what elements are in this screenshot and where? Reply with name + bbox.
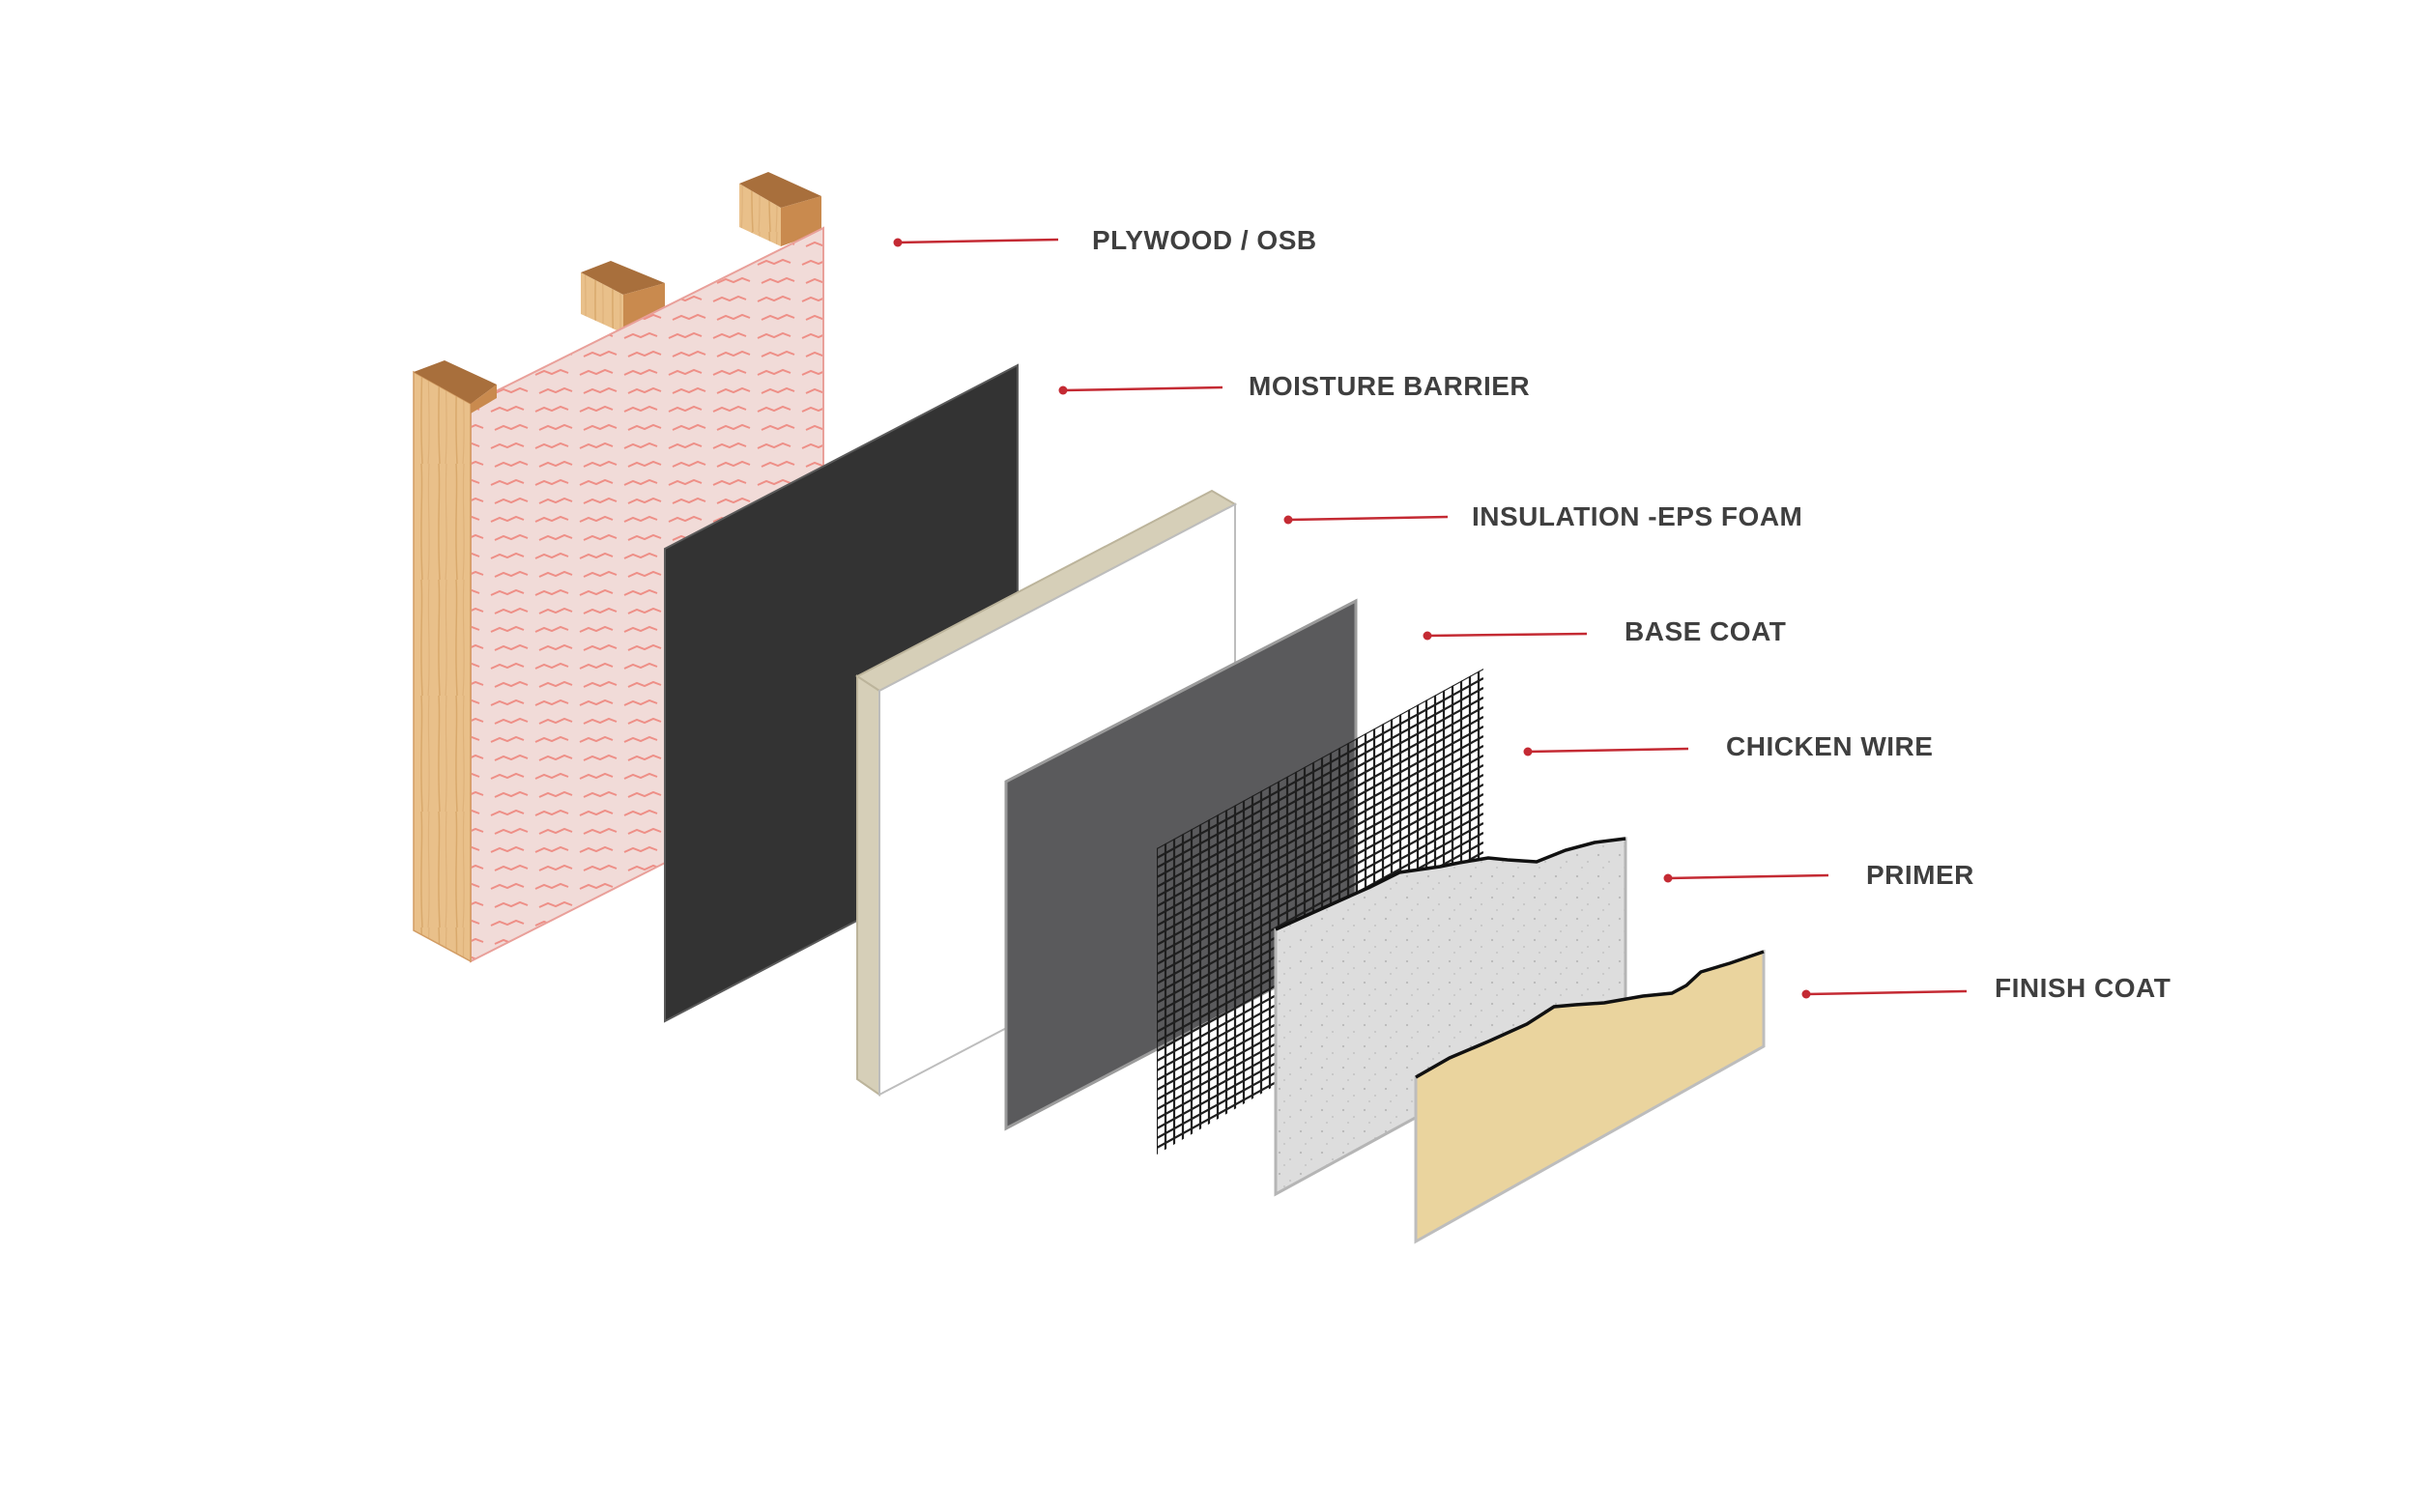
callout-plywood: PLYWOOD / OSB	[893, 225, 1317, 255]
callout-finish-coat: FINISH COAT	[1801, 973, 2171, 1003]
callout-chicken-wire: CHICKEN WIRE	[1523, 731, 1933, 761]
wire-strand	[1157, 687, 1483, 869]
wire-strand	[1157, 784, 1483, 965]
wire-strand	[1157, 697, 1483, 878]
primer-top-edge	[1275, 837, 1626, 931]
callout-moisture-barrier: MOISTURE BARRIER	[1058, 371, 1530, 401]
wire-strand	[1157, 755, 1483, 936]
wire-strand	[1157, 803, 1483, 984]
label-moisture-barrier: MOISTURE BARRIER	[1249, 371, 1530, 401]
finish-coat-top-edge	[1415, 950, 1765, 1079]
stud-front	[413, 360, 497, 963]
label-chicken-wire: CHICKEN WIRE	[1726, 731, 1933, 761]
callout-insulation: INSULATION -EPS FOAM	[1283, 501, 1802, 531]
wire-strand	[1157, 745, 1483, 927]
label-plywood-osb: PLYWOOD / OSB	[1092, 225, 1317, 255]
label-base-coat: BASE COAT	[1625, 616, 1786, 646]
wire-strand	[1157, 764, 1483, 946]
wire-strand	[1157, 813, 1483, 994]
label-primer: PRIMER	[1866, 860, 1974, 890]
label-insulation-eps-foam: INSULATION -EPS FOAM	[1472, 501, 1802, 531]
wire-strand	[1157, 677, 1483, 859]
wire-strand	[1157, 716, 1483, 898]
callout-base-coat: BASE COAT	[1423, 616, 1786, 646]
wire-strand	[1157, 793, 1483, 975]
label-finish-coat: FINISH COAT	[1995, 973, 2171, 1003]
wire-strand	[1157, 774, 1483, 956]
wire-strand	[1157, 726, 1483, 907]
wire-strand	[1157, 706, 1483, 888]
wire-strand	[1157, 735, 1483, 917]
callout-primer: PRIMER	[1663, 860, 1974, 890]
